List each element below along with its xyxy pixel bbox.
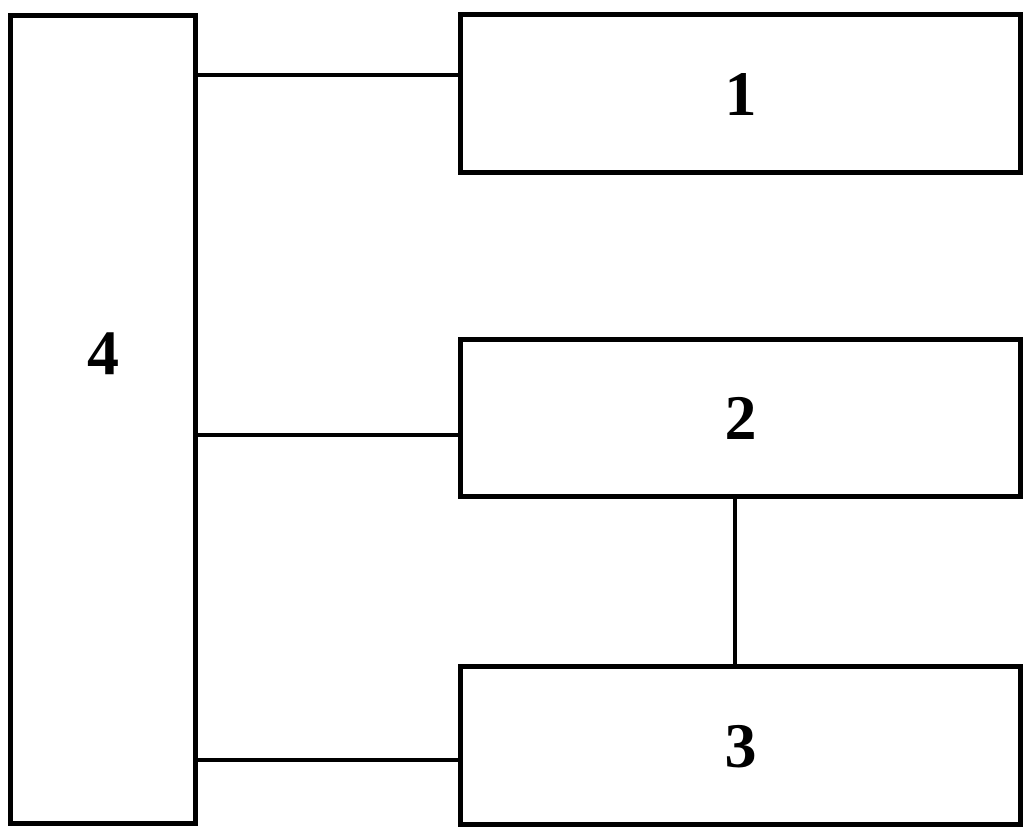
block-1-label: 1: [724, 57, 757, 129]
connector-4-to-1: [198, 73, 458, 77]
block-3: 3: [458, 664, 1023, 827]
block-2-label: 2: [724, 382, 757, 453]
block-2: 2: [458, 337, 1023, 499]
block-4: 4: [8, 13, 198, 826]
connector-4-to-2: [198, 433, 458, 437]
block-1: 1: [458, 12, 1023, 175]
connector-4-to-3: [198, 758, 458, 762]
block-3-label: 3: [724, 709, 757, 781]
connector-2-to-3: [733, 495, 737, 667]
block-4-label: 4: [87, 317, 119, 388]
